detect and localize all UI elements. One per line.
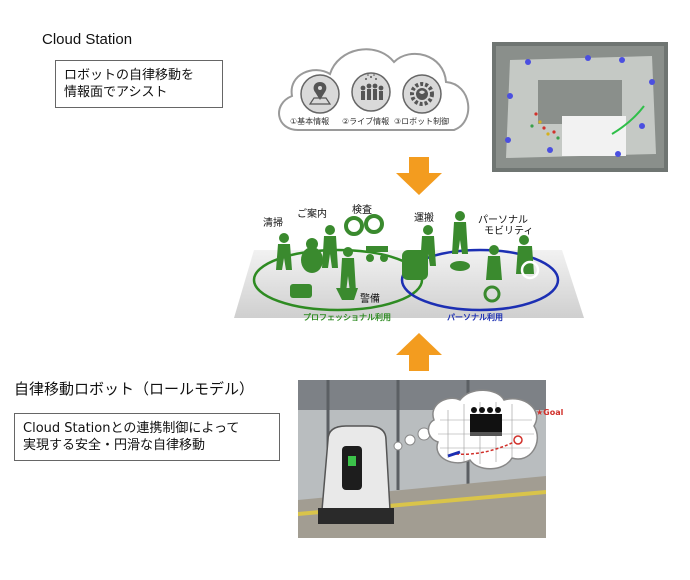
crowd-icon	[470, 407, 502, 436]
robot-description-line2: 実現する安全・円滑な自律移動	[23, 438, 206, 453]
cloud-station-description-line2: 情報面でアシスト	[64, 85, 168, 100]
icon-label-robot-control: ③ロボット制御	[394, 117, 450, 126]
label-cleaning: 清掃	[263, 218, 283, 229]
arrow-down-icon	[396, 157, 442, 195]
label-personal-mobility: パーソナル モビリティ	[478, 215, 533, 237]
robot-title: 自律移動ロボット（ロールモデル）	[14, 380, 255, 398]
icon-label-live-info: ②ライブ情報	[342, 117, 390, 126]
personal-zone-label: パーソナル利用	[447, 313, 503, 322]
label-inspection: 検査	[352, 205, 372, 216]
crowd-icon	[351, 72, 391, 112]
label-security: 警備	[360, 294, 380, 305]
map-pin-icon	[300, 74, 340, 114]
services-platform	[234, 211, 584, 318]
robot-photo	[298, 380, 546, 538]
robot-description-line1: Cloud Stationとの連携制御によって	[23, 421, 240, 436]
label-guidance: ご案内	[297, 209, 327, 220]
robot-description: Cloud Stationとの連携制御によって 実現する安全・円滑な自律移動	[14, 413, 280, 461]
gear-brain-icon	[402, 74, 442, 114]
cloud-station-description-line1: ロボットの自律移動を	[64, 68, 195, 83]
arrow-up-icon	[396, 333, 442, 371]
label-personal-mobility-line2: モビリティ	[484, 226, 534, 237]
label-transport: 運搬	[414, 213, 434, 224]
cloud-graphic	[278, 48, 470, 131]
icon-label-basic-info: ①基本情報	[290, 117, 330, 126]
station-map-photo	[492, 42, 668, 172]
personal-zone-ellipse	[400, 248, 560, 312]
goal-label: ★Goal	[536, 408, 564, 417]
cloud-station-title: Cloud Station	[42, 31, 133, 48]
label-personal-mobility-line1: パーソナル	[478, 215, 528, 226]
professional-zone-label: プロフェッショナル利用	[303, 313, 391, 322]
cloud-station-description: ロボットの自律移動を 情報面でアシスト	[55, 60, 223, 108]
